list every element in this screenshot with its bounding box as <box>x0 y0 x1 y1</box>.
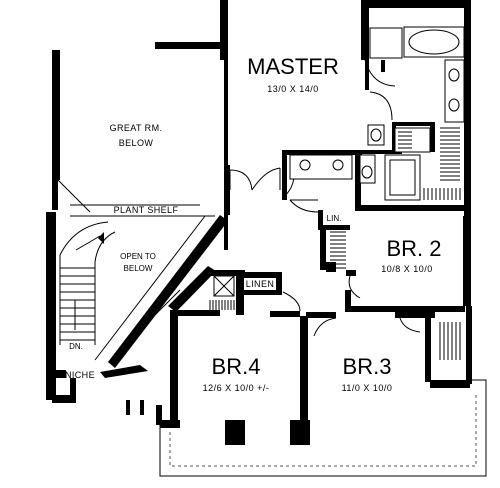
master-dims: 13/0 X 14/0 <box>267 84 319 94</box>
exterior-walls <box>46 0 472 445</box>
niche-label: NICHE <box>65 370 95 380</box>
linen-cabinet-symbol <box>213 275 235 297</box>
lin-label: LIN. <box>327 214 342 223</box>
open-below-label: BELOW <box>124 264 153 273</box>
dn-label: DN. <box>69 342 83 351</box>
br2-dims: 10/8 X 10/0 <box>381 264 433 274</box>
stairs <box>59 221 116 345</box>
linen-label: LINEN <box>246 279 275 289</box>
br4-label: BR.4 <box>212 354 261 379</box>
plant-shelf-label: PLANT SHELF <box>114 205 179 215</box>
br3-dims: 11/0 X 10/0 <box>342 383 393 393</box>
closet-shelves <box>209 127 461 360</box>
interior-walls <box>170 60 465 382</box>
br2-label: BR. 2 <box>386 236 441 261</box>
great-room-label: GREAT RM. <box>110 123 163 133</box>
br4-dims: 12/6 X 10/0 +/- <box>203 383 270 393</box>
br3-label: BR.3 <box>343 354 392 379</box>
master-label: MASTER <box>247 54 339 79</box>
bath-fixtures <box>289 26 465 201</box>
balcony-outline <box>159 379 487 477</box>
great-room-below-label: BELOW <box>119 138 154 148</box>
open-to-label: OPEN TO <box>120 252 156 261</box>
diagonal-walls <box>55 177 228 378</box>
